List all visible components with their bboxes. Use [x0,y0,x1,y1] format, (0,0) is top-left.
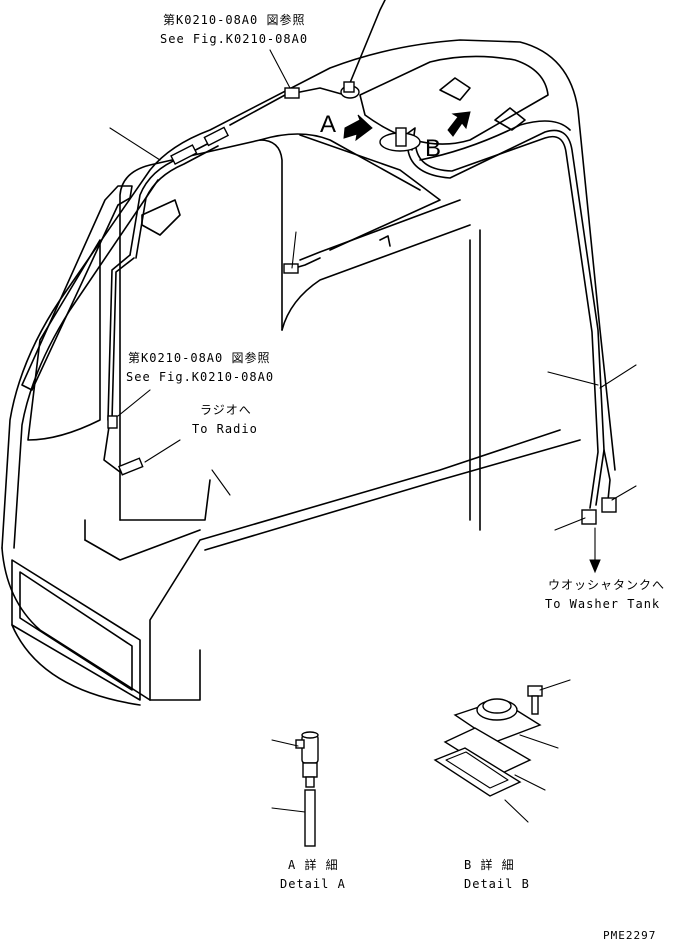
detail-a-title-en: Detail A [280,877,346,891]
front-window [119,133,471,521]
view-arrow-b [447,111,471,137]
view-arrow-a [343,114,373,142]
antenna-cable [103,0,386,476]
washer-callout-en: To Washer Tank [545,597,661,611]
view-label-b: B [425,135,442,162]
view-label-a: A [320,111,337,138]
ref-callout-mid-en: See Fig.K0210-08A0 [126,370,275,384]
radio-callout-jp: ラジオへ [200,403,252,417]
washer-callout-jp: ウオッシャタンクへ [548,578,666,592]
detail-a-title-jp: A 詳 細 [288,858,339,872]
ref-callout-top-en: See Fig.K0210-08A0 [160,32,309,46]
detail-a-drawing [271,731,319,847]
ref-callout-top-jp: 第K0210-08A0 図参照 [163,13,306,27]
detail-b-drawing [433,679,571,823]
roof-fittings [379,77,526,152]
detail-b-title-en: Detail B [464,877,530,891]
cab-outline [1,39,616,701]
radio-callout-en: To Radio [192,422,258,436]
ref-callout-mid-jp: 第K0210-08A0 図参照 [128,351,271,365]
front-plate [11,559,141,706]
leader-lines [109,49,637,574]
washer-hose [283,127,617,525]
detail-b-title-jp: B 詳 細 [464,858,515,872]
drawing-code: PME2297 [603,929,657,942]
side-window [27,239,201,561]
